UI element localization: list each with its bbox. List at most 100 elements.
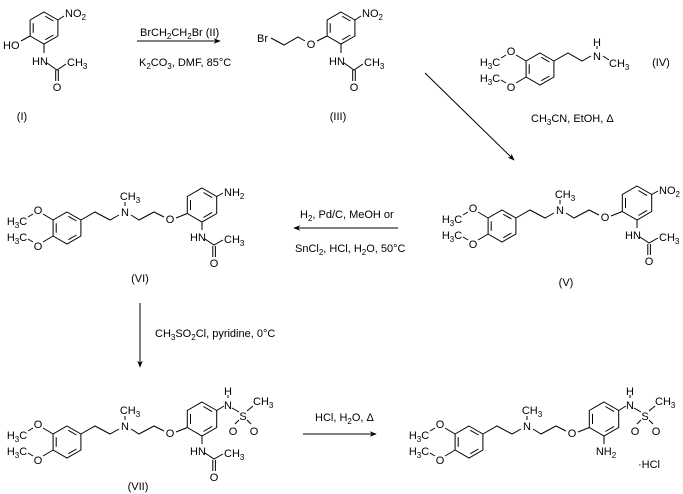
atom-s: S — [641, 411, 648, 423]
atom-o: O — [350, 82, 359, 94]
compound-label-iii: (III) — [330, 111, 347, 123]
atom-n: N — [523, 421, 531, 433]
atom-s: S — [239, 411, 246, 423]
atom-ch3: CH3 — [120, 191, 141, 205]
linker-bonds — [515, 200, 623, 219]
compound-vi: O O H3C H3C N CH3 O HN CH3 O NH2 (VI) — [7, 187, 245, 285]
atom-o: O — [53, 82, 62, 94]
compound-vii: O O H3C H3C N CH3 O HN CH3 O N H S CH3 O… — [7, 386, 274, 493]
acetamide-bonds — [636, 220, 659, 255]
atom-hn: HN — [32, 56, 48, 68]
atom-h: H — [224, 386, 232, 398]
atom-o: O — [436, 455, 445, 467]
atom-o: O — [210, 258, 219, 270]
benzene-ring — [186, 187, 218, 223]
atom-n: N — [626, 400, 634, 412]
atom-o: O — [34, 419, 43, 431]
methoxy-bonds — [500, 54, 527, 84]
atom-h3c: H3C — [7, 446, 27, 460]
atom-n: N — [556, 205, 564, 217]
atom-ch3: CH3 — [364, 57, 385, 71]
dimethoxyphenyl: O O H3C H3C — [480, 46, 555, 94]
atom-h3c: H3C — [7, 216, 27, 230]
condition-label: K2CO3, DMF, 85°C — [139, 57, 231, 71]
atom-hn: HN — [190, 232, 206, 244]
atom-o: O — [631, 426, 640, 438]
compound-label-vi: (VI) — [131, 273, 149, 285]
atom-ch3: CH3 — [659, 232, 680, 246]
atom-br: Br — [257, 33, 268, 45]
atom-o: O — [229, 426, 238, 438]
amine-bond — [216, 192, 224, 197]
atom-o: O — [34, 455, 43, 467]
atom-n: N — [593, 51, 601, 63]
atom-ch3: CH3 — [253, 396, 274, 410]
linker-bonds — [80, 416, 188, 435]
linker-bonds — [80, 202, 188, 221]
atom-o: O — [645, 256, 654, 268]
nitro-bond — [651, 190, 659, 195]
atom-no2: NO2 — [659, 185, 681, 199]
bonds — [20, 15, 67, 81]
atom-o: O — [34, 241, 43, 253]
compound-final-product: O O H3C H3C N CH3 O N H S CH3 O O NH2 ·H… — [409, 386, 676, 471]
benzene-ring — [525, 52, 555, 86]
atom-h3c: H3C — [480, 57, 500, 71]
atom-o: O — [652, 426, 661, 438]
atom-h3c: H3C — [7, 232, 27, 246]
acetamide-bonds — [201, 436, 224, 471]
atom-hn: HN — [329, 56, 345, 68]
atom-h3c: H3C — [7, 430, 27, 444]
compound-label-i: (I) — [17, 111, 27, 123]
atom-o: O — [469, 203, 478, 215]
atom-o: O — [507, 82, 516, 94]
methoxy-bonds — [429, 427, 456, 457]
compound-label-iv: (IV) — [652, 57, 670, 69]
atom-hn: HN — [190, 446, 206, 458]
atom-h: H — [593, 37, 601, 49]
bonds — [553, 46, 610, 62]
atom-ch3: CH3 — [120, 405, 141, 419]
atom-o: O — [568, 428, 577, 440]
benzene-ring — [186, 401, 218, 437]
atom-ch3: CH3 — [67, 57, 88, 71]
compound-iv: O O H3C H3C N H CH3 (IV) — [480, 37, 670, 94]
benzene-ring — [52, 425, 82, 459]
atom-h3c: H3C — [409, 446, 429, 460]
atom-o: O — [436, 419, 445, 431]
linker-bonds — [482, 416, 590, 435]
reagent-label: H2, Pd/C, MeOH or — [300, 209, 394, 223]
atom-nh2: NH2 — [596, 446, 617, 460]
benzene-ring — [621, 185, 653, 221]
atom-h3c: H3C — [409, 430, 429, 444]
atom-no2: NO2 — [362, 8, 384, 22]
atom-no2: NO2 — [65, 8, 87, 22]
hydrochloride-salt-label: ·HCl — [638, 459, 660, 471]
atom-o: O — [307, 39, 316, 51]
benzene-ring — [29, 11, 59, 45]
reaction-arrow-2 — [424, 72, 515, 161]
atom-ch3: CH3 — [224, 234, 245, 248]
atom-ho: HO — [3, 40, 20, 52]
compound-label-v: (V) — [559, 277, 574, 289]
reagent-label: CH3SO2Cl, pyridine, 0°C — [155, 328, 275, 342]
atom-h3c: H3C — [442, 214, 462, 228]
atom-ch3: CH3 — [522, 405, 543, 419]
atom-nh2: NH2 — [224, 187, 245, 201]
atom-o: O — [166, 428, 175, 440]
condition-label: CH3CN, EtOH, Δ — [531, 113, 614, 127]
compound-v: O O H3C H3C N CH3 O HN CH3 O NO2 (V) — [442, 185, 681, 289]
reagent-label: BrCH2CH2Br (II) — [140, 27, 219, 41]
atom-n: N — [224, 400, 232, 412]
atom-o: O — [601, 212, 610, 224]
atom-o: O — [34, 205, 43, 217]
atom-ch3: CH3 — [555, 189, 576, 203]
atom-o: O — [210, 472, 219, 484]
atom-h3c: H3C — [442, 230, 462, 244]
benzene-ring — [454, 425, 484, 459]
atom-h: H — [626, 386, 634, 398]
benzene-ring — [588, 401, 620, 437]
atom-ch3: CH3 — [655, 396, 676, 410]
atom-o: O — [469, 239, 478, 251]
